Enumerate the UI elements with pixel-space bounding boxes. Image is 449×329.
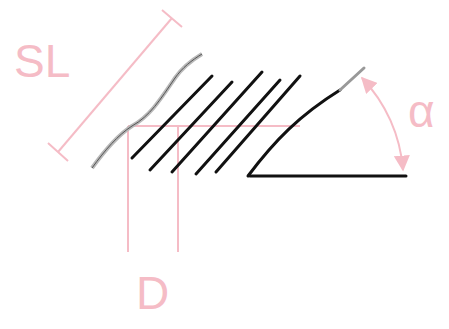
dimension-label: D bbox=[136, 270, 169, 316]
blade-tip bbox=[340, 68, 364, 90]
dimension-label: α bbox=[408, 88, 435, 134]
wavy-edge bbox=[92, 54, 202, 168]
hatch-lines bbox=[132, 72, 406, 176]
dimension-label: SL bbox=[14, 38, 70, 84]
dimension-lines bbox=[48, 10, 403, 252]
wavy-edge-core bbox=[92, 54, 202, 168]
